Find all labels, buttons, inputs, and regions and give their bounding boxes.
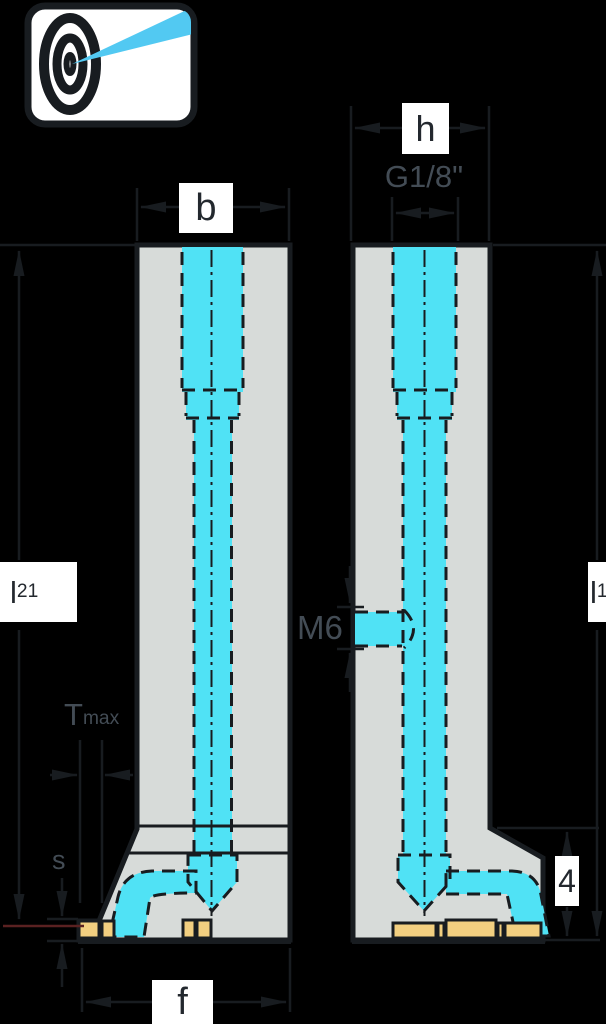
- dimension-label-g18-thread: G1/8": [384, 159, 464, 194]
- coolant-spray-side: [446, 871, 549, 936]
- dimension-label-4: 4: [555, 856, 579, 906]
- m6-port: [355, 612, 404, 646]
- dimension-label-b: b: [179, 183, 233, 233]
- bullseye-logo-icon: [24, 2, 198, 128]
- coolant-jet-beam: [72, 9, 191, 64]
- dimension-label-s: s: [52, 845, 66, 875]
- insert-side: [391, 918, 543, 940]
- front-view: [76, 242, 293, 944]
- dimension-lines: [0, 106, 606, 1012]
- dimension-label-m6-thread: M6: [297, 609, 343, 646]
- dimension-label-h: h: [402, 103, 449, 154]
- coolant-spray-front: [109, 871, 196, 937]
- side-view: [350, 242, 551, 944]
- dimension-label-f: f: [152, 980, 213, 1024]
